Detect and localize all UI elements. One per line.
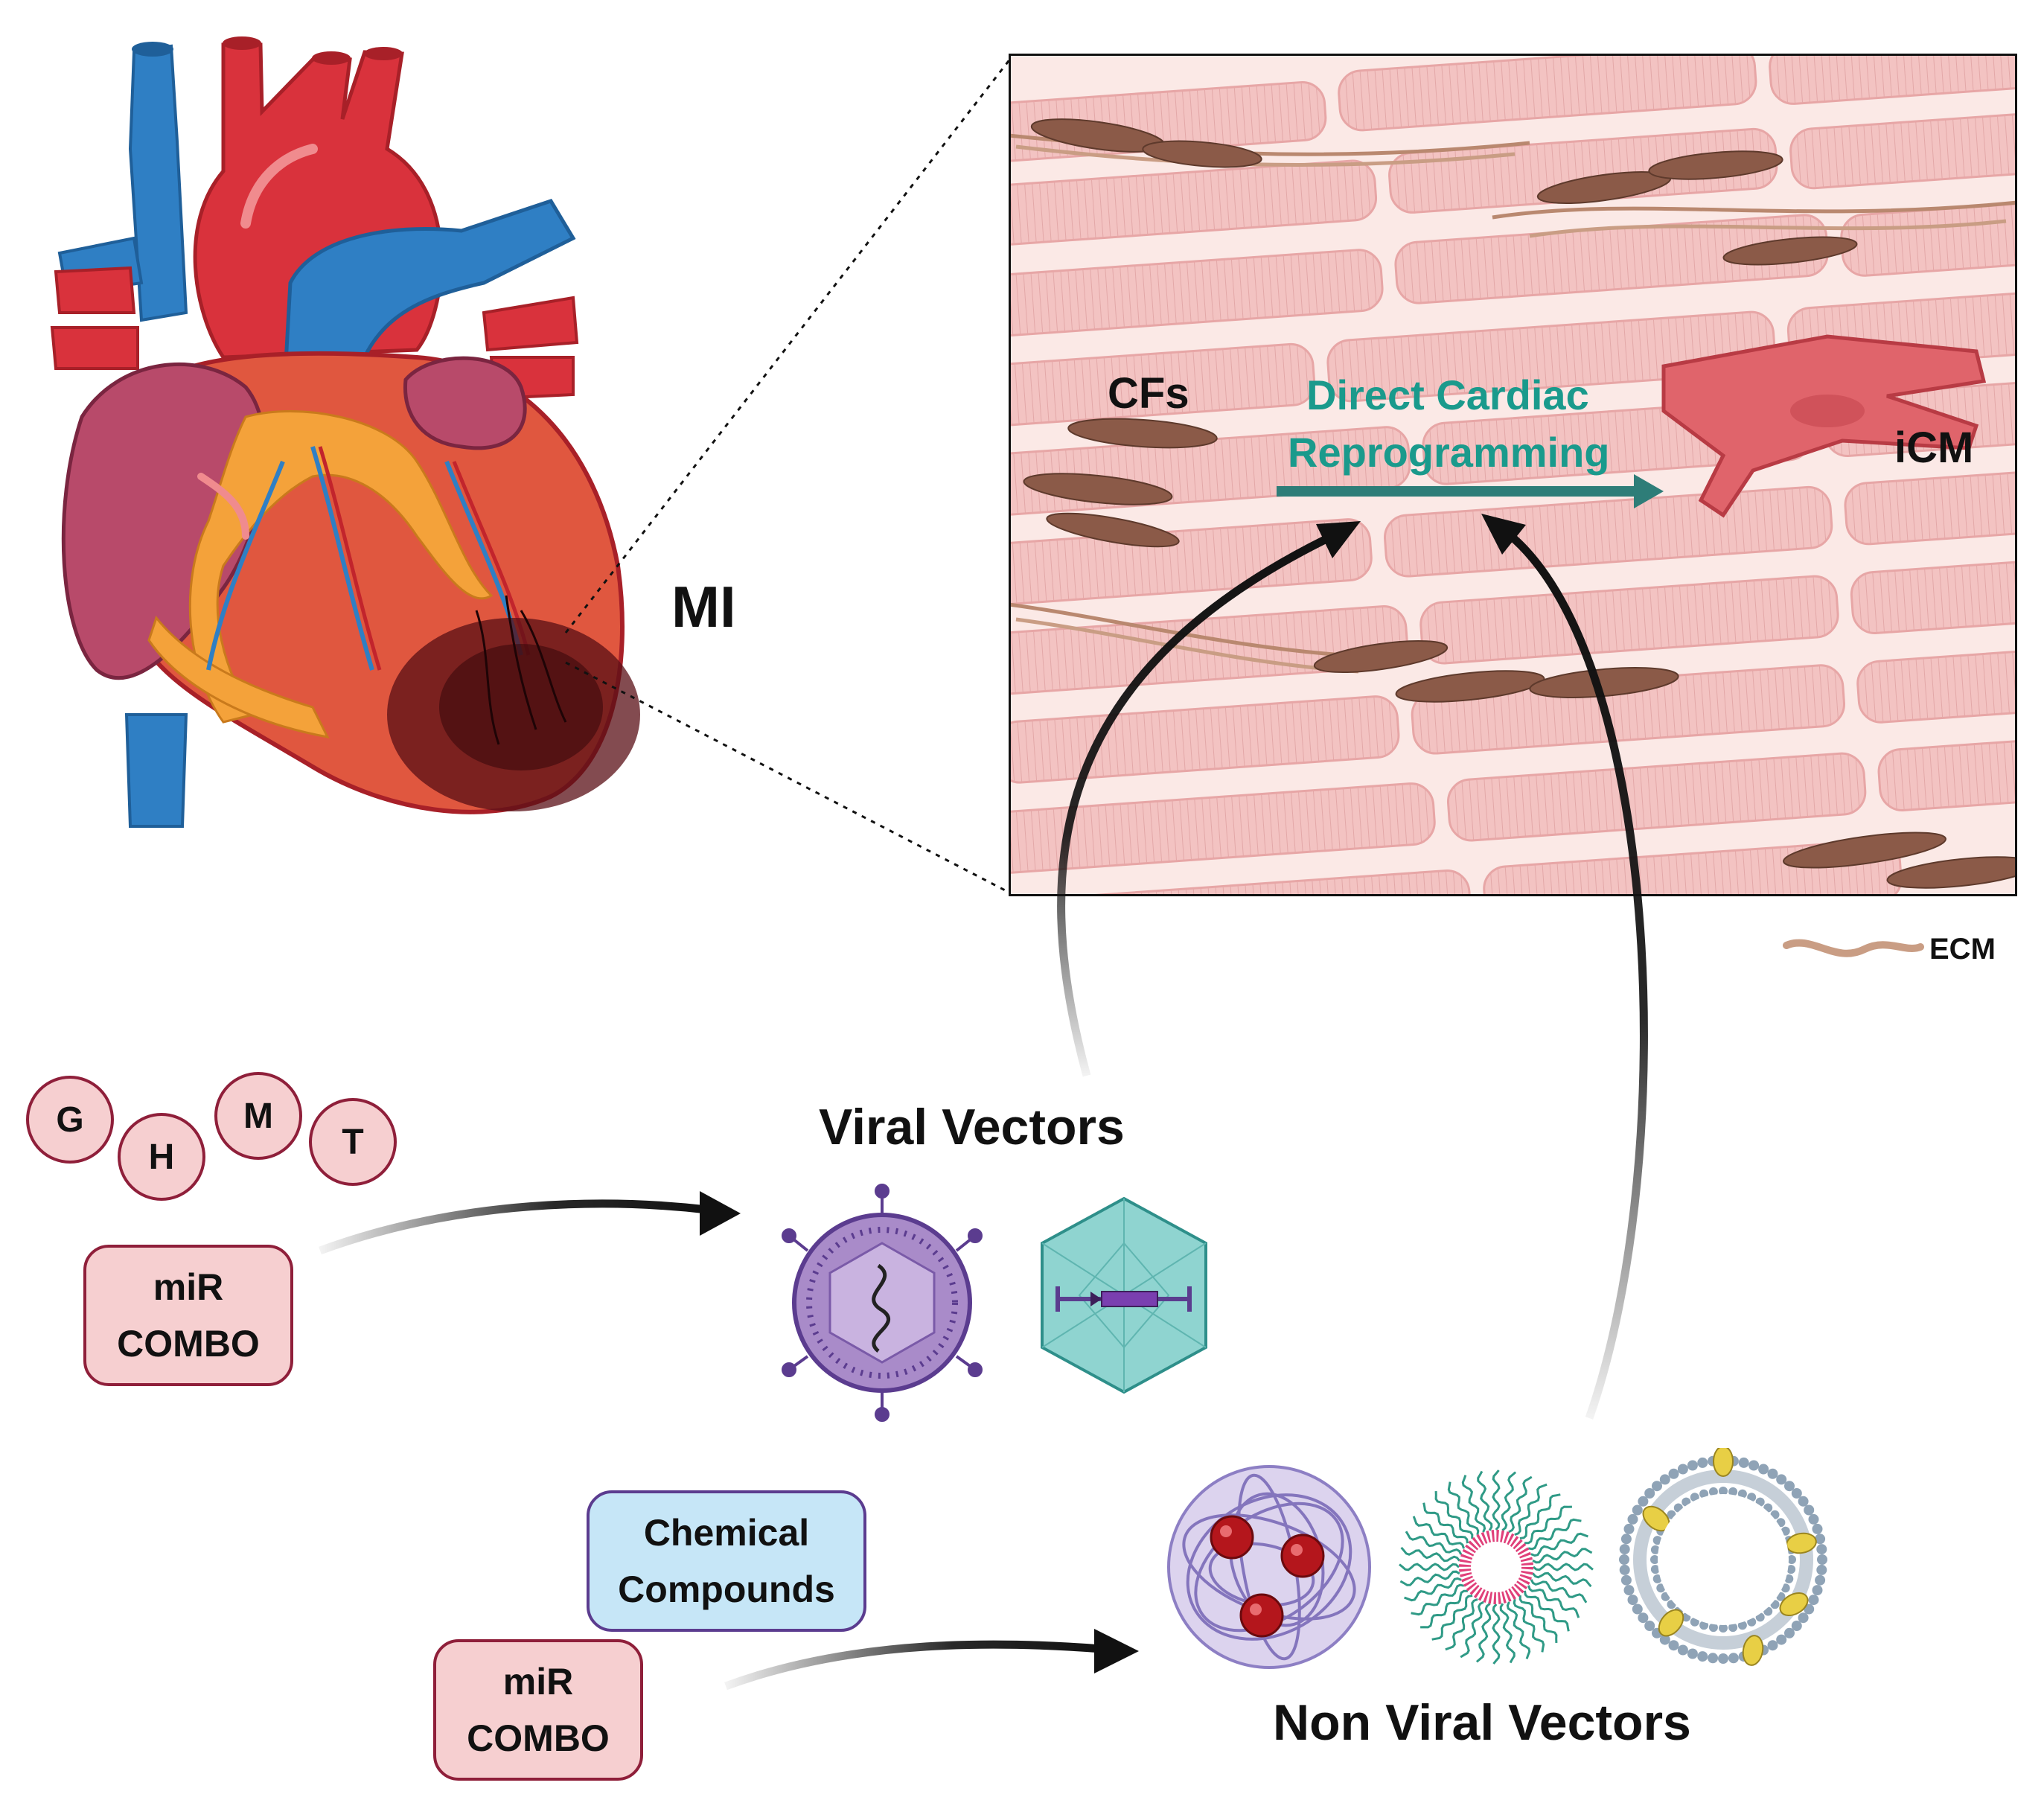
chemical-compounds-box: Chemical Compounds [587, 1490, 866, 1632]
chemical-compounds-line1: Chemical [643, 1512, 810, 1554]
epicardial-fat [188, 410, 494, 724]
left-atrium [403, 356, 527, 450]
enveloped-virus-icon [782, 1184, 983, 1422]
mir-combo-1-line2: COMBO [117, 1323, 260, 1365]
fibroblast-cells [1023, 118, 2017, 889]
factor-m: M [214, 1072, 302, 1160]
chemical-compounds-line2: Compounds [618, 1569, 835, 1610]
viral-vectors-label: Viral Vectors [819, 1099, 1125, 1155]
left-pulmonary-red-2 [50, 326, 139, 370]
left-pulmonary-red [54, 266, 136, 314]
ecm-label: ECM [1929, 933, 1996, 966]
micelle-icon [1399, 1469, 1594, 1665]
factor-h: H [118, 1113, 205, 1201]
process-title-line1: Direct Cardiac [1306, 371, 1589, 418]
mir-combo-2-line1: miR [502, 1661, 574, 1703]
heart-illustration [50, 36, 640, 828]
cardiac-tissue-panel [1009, 54, 2017, 896]
inferior-vena-cava [124, 713, 188, 828]
mir-combo-2-line2: COMBO [467, 1717, 610, 1759]
polymer-nanoparticle-icon [1167, 1465, 1371, 1669]
ecm-fiber-icon [1783, 939, 1924, 957]
mir-combo-box-2: miR COMBO [433, 1639, 643, 1781]
non-viral-vectors-label: Non Viral Vectors [1273, 1694, 1691, 1751]
factor-t: T [309, 1098, 397, 1186]
aav-capsid-icon [1041, 1196, 1207, 1394]
mir-combo-1-line1: miR [153, 1266, 224, 1308]
icm-label: iCM [1894, 424, 1974, 472]
right-pulmonary-red [482, 296, 579, 352]
process-title-line2: Reprogramming [1288, 429, 1610, 476]
mi-label: MI [671, 574, 736, 639]
mir-combo-box-1: miR COMBO [83, 1245, 293, 1386]
liposome-icon [1619, 1448, 1827, 1666]
factor-g: G [26, 1076, 114, 1164]
cfs-label: CFs [1108, 369, 1189, 418]
